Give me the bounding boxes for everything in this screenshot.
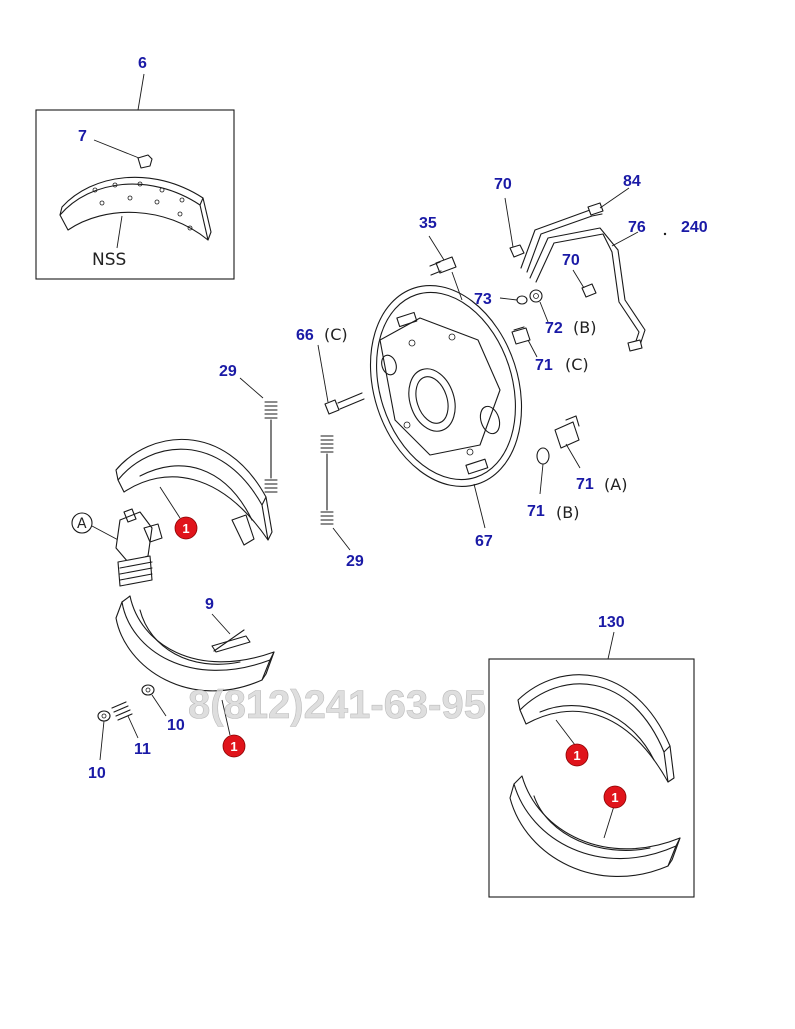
callout-10-right: 10 [167, 717, 185, 734]
callout-71-b-suffix: (B) [556, 503, 579, 522]
callout-70-lower: 70 [562, 252, 580, 269]
callout-72-suffix: (B) [573, 318, 596, 337]
inset-note-nss: NSS [92, 250, 126, 270]
callout-66: 66 [296, 327, 314, 344]
brake-pipe-part [520, 187, 646, 352]
reference-a-circle [71, 512, 93, 534]
callout-9: 9 [205, 596, 214, 613]
callout-72: 72 [545, 320, 563, 337]
marker-upper-shoe-label: 1 [182, 521, 189, 536]
callouts: 6 7 35 70 84 76 240 70 73 72 (B) 66 (C) … [78, 55, 708, 782]
bolt-part [428, 235, 463, 301]
brake-lining-part [59, 176, 212, 249]
plug-part [536, 415, 581, 495]
reference-a-label: A [77, 516, 87, 532]
return-spring-part [239, 377, 351, 551]
callout-71-a: 71 [576, 476, 594, 493]
inset-frame [35, 109, 235, 280]
callout-35: 35 [419, 215, 437, 232]
inset-shoe-frame [488, 658, 695, 898]
marker-inset-upper: 1 [565, 743, 589, 767]
phone-watermark: 8(812)241-63-95 [188, 683, 486, 727]
callout-84: 84 [623, 173, 641, 190]
callout-70-upper: 70 [494, 176, 512, 193]
marker-lower-shoe: 1 [222, 734, 246, 758]
callout-29-upper: 29 [219, 363, 237, 380]
marker-inset-lower-label: 1 [611, 790, 618, 805]
upper-brake-shoe-part [115, 438, 273, 546]
marker-lower-shoe-label: 1 [230, 739, 237, 754]
adjuster-part: A [71, 508, 163, 587]
separator-dot [663, 232, 667, 236]
callout-73: 73 [474, 291, 492, 308]
callout-29-lower: 29 [346, 553, 364, 570]
callout-130: 130 [598, 614, 625, 631]
inset-shoe-set-box [488, 631, 695, 898]
backing-plate-part [369, 284, 523, 529]
callout-71-c-suffix: (C) [565, 355, 589, 374]
callout-71-c: 71 [535, 357, 553, 374]
callout-71-b: 71 [527, 503, 545, 520]
callout-67: 67 [475, 533, 493, 550]
callout-66-suffix: (C) [324, 325, 348, 344]
pipe-fittings-part [499, 197, 597, 358]
adjuster-spring-set-part [97, 684, 167, 761]
marker-inset-upper-label: 1 [573, 748, 580, 763]
callout-6: 6 [138, 55, 147, 72]
inset-lining-box: NSS [35, 73, 235, 280]
callout-10-left: 10 [88, 765, 106, 782]
callout-240: 240 [681, 219, 708, 236]
lower-brake-shoe-part [115, 595, 275, 736]
marker-upper-shoe: 1 [174, 516, 198, 540]
bleeder-bolt-part [317, 344, 365, 415]
rivet-part [93, 139, 153, 169]
marker-inset-lower: 1 [603, 785, 627, 809]
callout-76: 76 [628, 219, 646, 236]
callout-7: 7 [78, 128, 87, 145]
callout-11: 11 [134, 741, 151, 758]
callout-71-a-suffix: (A) [604, 475, 627, 494]
